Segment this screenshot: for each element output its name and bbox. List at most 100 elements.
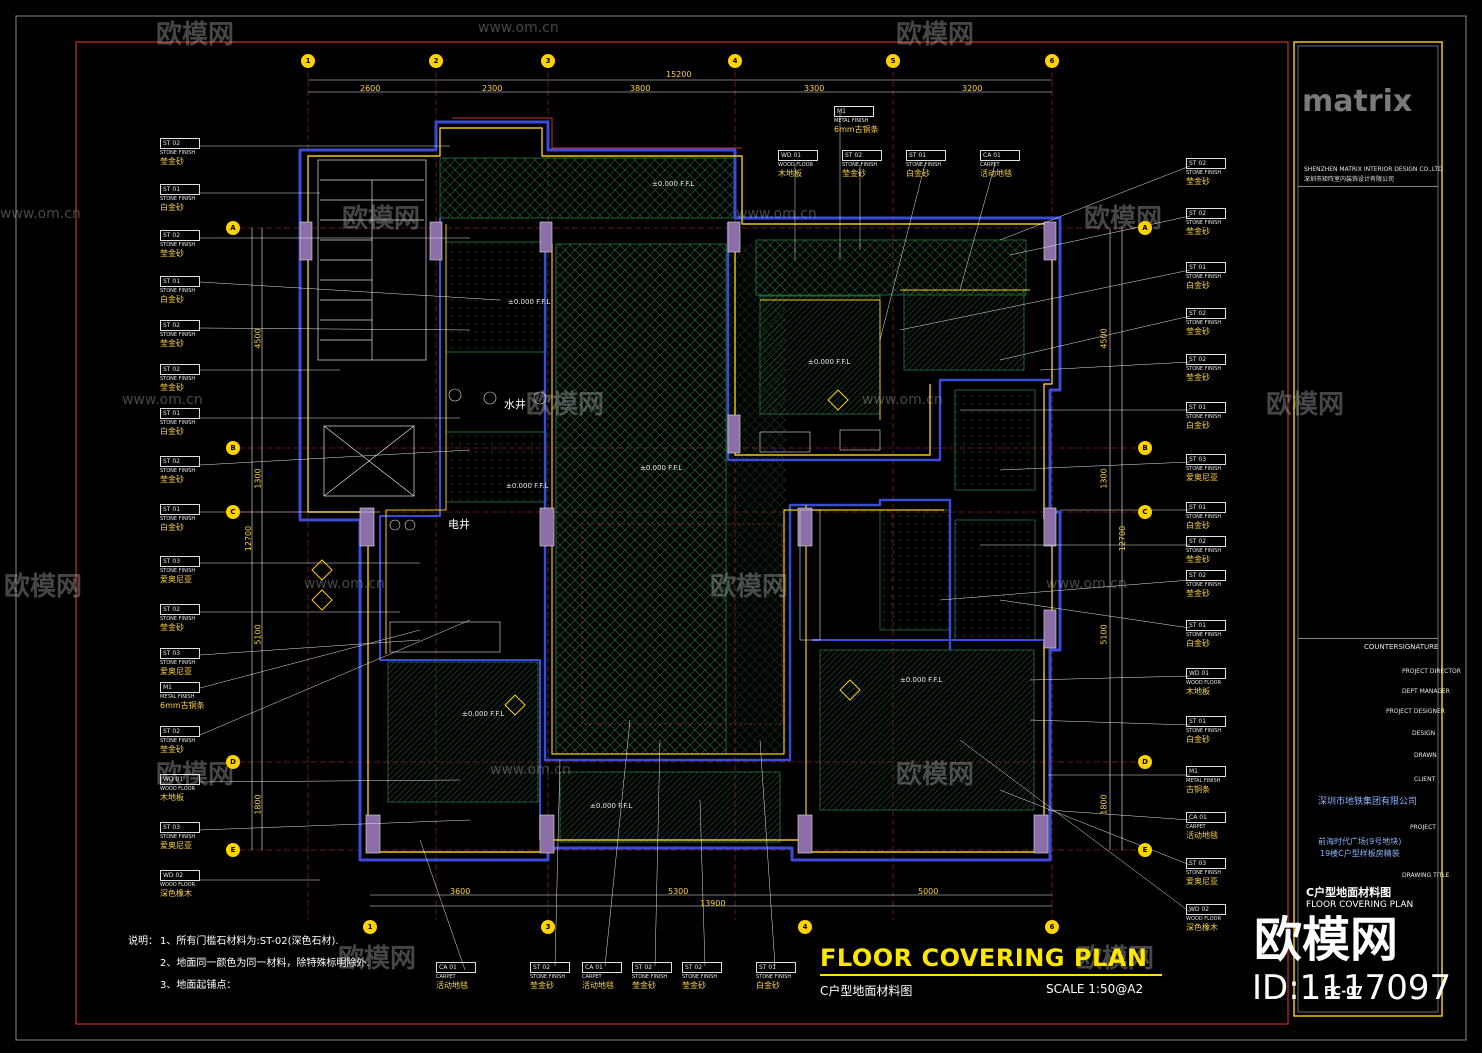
dimension-top: 3800 — [630, 84, 651, 93]
material-code: ST 02 — [160, 230, 200, 241]
material-type: STONE FINISH — [160, 288, 196, 294]
material-name: 白金砂 — [756, 981, 780, 990]
material-name: 白金砂 — [160, 295, 184, 304]
grid-bubble: E — [1138, 843, 1152, 857]
material-code: ST 01 — [160, 184, 200, 195]
material-type: WOOD FLOOR — [160, 882, 196, 888]
material-type: STONE FINISH — [160, 376, 196, 382]
material-code: ST 03 — [1186, 454, 1226, 465]
material-code: ST 01 — [160, 276, 200, 287]
role-label: DESIGN — [1412, 730, 1436, 737]
material-type: WOOD FLOOR — [778, 162, 814, 168]
grid-bubble: 6 — [1045, 54, 1059, 68]
material-code: ST 03 — [160, 648, 200, 659]
dimension-left: 1800 — [253, 794, 263, 815]
material-name: 莹金砂 — [160, 339, 184, 348]
material-code: ST 02 — [1186, 570, 1226, 581]
material-code: ST 02 — [1186, 354, 1226, 365]
material-code: WD 01 — [1186, 668, 1226, 679]
material-code: ST 02 — [530, 962, 570, 973]
material-name: 爱奥尼亚 — [160, 575, 192, 584]
watermark: 欧模网 — [710, 572, 789, 602]
material-type: STONE FINISH — [1186, 870, 1222, 876]
material-name: 白金砂 — [1186, 281, 1210, 290]
material-name: 莹金砂 — [160, 745, 184, 754]
material-code: WD 02 — [1186, 904, 1226, 915]
watermark: 欧模网 — [342, 204, 421, 234]
drawing-title-cn: C户型地面材料图 — [1306, 886, 1392, 899]
grid-bubble: 4 — [728, 54, 742, 68]
level-mark: ±0.000 F.F.L — [508, 298, 551, 306]
url-watermark: www.om.cn — [478, 20, 559, 36]
material-name: 6mm古铜条 — [160, 701, 205, 710]
material-name: 爱奥尼亚 — [160, 667, 192, 676]
material-name: 古铜条 — [1186, 785, 1210, 794]
material-type: STONE FINISH — [1186, 274, 1222, 280]
material-type: CARPET — [1186, 824, 1206, 830]
material-code: ST 02 — [632, 962, 672, 973]
material-type: CARPET — [436, 974, 456, 980]
material-code: CA 01 — [1186, 812, 1226, 823]
material-name: 白金砂 — [160, 203, 184, 212]
role-label: CLIENT — [1414, 776, 1436, 783]
material-name: 莹金砂 — [1186, 177, 1210, 186]
drawing-title-main: FLOOR COVERING PLAN — [820, 944, 1148, 972]
grid-bubble: 1 — [301, 54, 315, 68]
material-code: M1 — [834, 106, 874, 117]
material-name: 白金砂 — [1186, 735, 1210, 744]
project-name-2: 19楼C户型样板房精装 — [1320, 849, 1400, 858]
material-code: WD 01 — [778, 150, 818, 161]
material-type: STONE FINISH — [1186, 220, 1222, 226]
material-type: STONE FINISH — [160, 660, 196, 666]
role-label: DEPT MANAGER — [1402, 688, 1450, 695]
title-block-divider — [1298, 638, 1438, 639]
drawing-title-en: FLOOR COVERING PLAN — [1306, 900, 1414, 910]
material-type: STONE FINISH — [160, 616, 196, 622]
material-type: STONE FINISH — [756, 974, 792, 980]
title-block-divider — [1298, 186, 1438, 187]
watermark: 欧模网 — [156, 760, 235, 790]
dimension-left: 5100 — [253, 624, 263, 645]
url-watermark: www.om.cn — [122, 392, 203, 408]
note-line: 2、地面同一颜色为同一材料，除特殊标明除外. — [160, 958, 370, 969]
project-name-1: 前海时代广场(9号地块) — [1318, 837, 1402, 846]
material-code: ST 02 — [842, 150, 882, 161]
grid-bubble: 3 — [541, 920, 555, 934]
material-type: METAL FINISH — [160, 694, 195, 700]
grid-bubble: 1 — [363, 920, 377, 934]
note-line: 1、所有门槛石材料为:ST-02(深色石材). — [160, 936, 339, 947]
client-name: 深圳市地铁集团有限公司 — [1318, 797, 1418, 807]
material-code: ST 01 — [1186, 502, 1226, 513]
material-name: 莹金砂 — [160, 383, 184, 392]
material-type: STONE FINISH — [1186, 366, 1222, 372]
url-watermark: www.om.cn — [1046, 576, 1127, 592]
material-type: STONE FINISH — [160, 468, 196, 474]
dimension-top: 2600 — [360, 84, 381, 93]
company-logo: matrix — [1302, 84, 1413, 119]
dimension-right: 12700 — [1118, 525, 1128, 552]
material-code: ST 03 — [160, 556, 200, 567]
watermark: 欧模网 — [526, 390, 605, 420]
material-type: STONE FINISH — [160, 420, 196, 426]
material-type: STONE FINISH — [632, 974, 668, 980]
drawing-title-sub: C户型地面材料图 — [820, 984, 913, 998]
material-code: ST 02 — [1186, 308, 1226, 319]
